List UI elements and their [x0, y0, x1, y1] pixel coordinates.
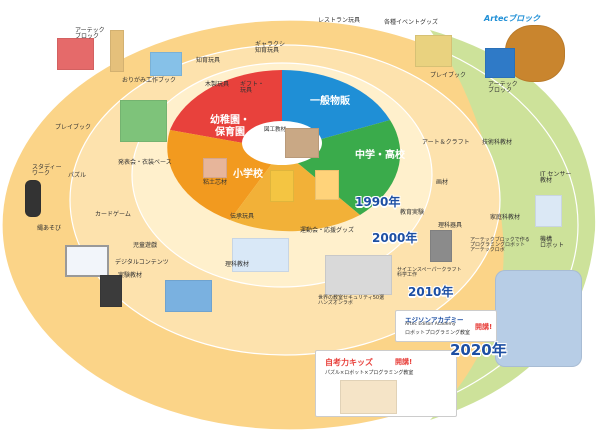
label-paint: 画材 [436, 179, 449, 186]
segment-label-elementary: 小学校 [233, 169, 263, 180]
science-book-photo [325, 255, 392, 295]
clay-photo [203, 158, 227, 178]
label-science-material: 理科教材 [225, 261, 250, 268]
year-2020: 2020年 [450, 341, 507, 359]
label-playbook: プレイブック [55, 124, 92, 131]
label-art-craft: アート＆クラフト [422, 139, 470, 146]
label-home-economics: 家庭科教材 [490, 214, 521, 221]
small-robot-photo [535, 195, 562, 227]
runner-silhouette [25, 180, 41, 217]
year-1990: 1990年 [355, 195, 401, 209]
label-artec-robo: アーテックブロックで作る プログラミングロボット アーテックロボ [470, 237, 530, 253]
label-prize-toys: ギフト・ 玩具 [240, 81, 265, 94]
label-digital-content: デジタルコンテンツ [115, 259, 169, 266]
label-tradition-toys: 伝承玩具 [230, 213, 255, 220]
microscope-photo [430, 230, 452, 262]
book-photo [150, 52, 182, 76]
label-clay: 粘土芯材 [203, 179, 228, 186]
edison-academy-card [395, 310, 497, 342]
label-robot: 機構 ロボット [540, 236, 565, 249]
workshop-photo [285, 128, 319, 158]
child-photo-1 [270, 170, 294, 202]
label-sports-goods: 運動会・応援グッズ [300, 227, 355, 234]
jikou-kids-title: 自考力キッズ [325, 358, 373, 367]
ring-line-1 [69, 44, 501, 356]
label-tech-material: 技術科教材 [482, 139, 513, 146]
year-2010: 2010年 [408, 285, 454, 299]
whiteboard-photo [65, 245, 109, 277]
open-badge-2: 開講! [395, 358, 413, 366]
label-restaurant-toys: レストラン玩具 [318, 17, 361, 24]
ring-line-3 [1, 19, 579, 431]
segment-label-junior-high: 中学・高校 [355, 150, 405, 161]
artec-block-box-photo [485, 48, 515, 78]
label-physics-eq: 教育実験 [400, 209, 425, 216]
child-photo-2 [315, 170, 339, 200]
teacher-photo [100, 275, 122, 307]
segment-elementary-2 [230, 150, 360, 232]
label-puzzle: パズル [68, 172, 87, 179]
edison-academy-sub: Artec Edison Academy [405, 322, 456, 327]
label-wood-toys: 木製玩具 [205, 81, 230, 88]
label-artec-block-right: アーテック ブロック [488, 81, 518, 94]
open-badge-1: 開講! [475, 323, 493, 331]
label-children-camp: 児童遊戯 [133, 242, 158, 249]
segment-label-kindergarten: 幼稚園・ 保育園 [210, 115, 250, 138]
label-it-sensor: IT センサー 教材 [540, 171, 572, 184]
tower-photo [110, 30, 124, 72]
segment-label-general: 一般物販 [310, 96, 350, 107]
label-costume: 発表会・衣装ベース [118, 159, 172, 166]
kindergarten-kids-photo [120, 100, 167, 142]
label-gift-toys: ギャラクシ 知育玩具 [255, 41, 286, 54]
jikou-kids-sub: パズル×ロボット×プログラミング教室 [325, 370, 414, 376]
label-science-kit: 理科器具 [438, 222, 463, 229]
playbook-photo [415, 35, 452, 67]
artec-block-logo: Artecブロック [484, 14, 541, 23]
label-artec-block: アーテック ブロック [75, 27, 105, 40]
label-origami-book: おりがみ工作ブック [122, 77, 177, 84]
label-experiment-kit: 実験教材 [118, 272, 143, 279]
label-jump-rope: 縄あそび [37, 225, 62, 232]
center-label: 図工教材 [264, 127, 287, 133]
label-world-science: 世界の教室セキュリティ50選 ハンズオンラボ [318, 295, 385, 306]
robot-programming-label: ロボットプログラミング教室 [405, 330, 471, 336]
label-playbook-right: プレイブック [430, 72, 467, 79]
label-card-game: カードゲーム [95, 211, 131, 218]
label-intellect-toys: 知育玩具 [196, 57, 221, 64]
ring-line-2 [131, 62, 433, 288]
label-event-goods: 各種イベントグッズ [384, 19, 439, 26]
label-science-book: サイエンスペーパークラフト 科学工作 [397, 267, 462, 278]
toy-house-photo [57, 38, 94, 70]
robot-car-photo [165, 280, 212, 312]
edison-academy-title: エジソンアカデミー [405, 316, 464, 324]
label-study-work: スタディー ワーク [32, 164, 62, 177]
year-2000: 2000年 [372, 231, 418, 245]
jikou-kids-photo [340, 380, 397, 414]
robot-photo [495, 270, 582, 367]
kids-group-photo [232, 238, 289, 272]
